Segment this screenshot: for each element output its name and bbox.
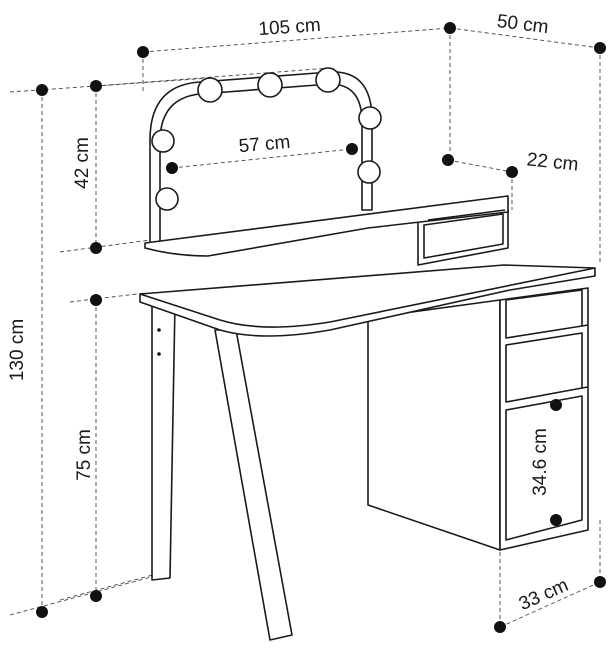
bulb-icon — [197, 77, 223, 103]
vanity-desk — [139, 67, 596, 641]
bulb-icon — [358, 106, 382, 130]
label-cabinet-width: 33 cm — [516, 575, 572, 615]
rear-left-leg — [151, 302, 176, 581]
label-total-width: 105 cm — [258, 15, 322, 40]
label-drawer-height: 34.6 cm — [530, 428, 551, 496]
bulb-icon — [155, 187, 179, 211]
bulb-icon — [357, 160, 381, 184]
label-total-depth: 50 cm — [496, 11, 550, 38]
bulb-icon — [151, 129, 175, 153]
label-total-height: 130 cm — [7, 319, 28, 381]
dimension-markers — [36, 22, 606, 633]
front-left-leg — [214, 329, 293, 641]
shelf-drawer — [423, 213, 504, 259]
bulb-icon — [257, 72, 283, 98]
cabinet-side-panel — [367, 299, 501, 551]
desk-top — [139, 264, 596, 337]
label-desk-height: 75 cm — [74, 429, 95, 481]
label-shelf-depth: 22 cm — [526, 149, 580, 175]
label-mirror-width: 57 cm — [238, 132, 291, 157]
bulb-icon — [315, 67, 341, 93]
upper-shelf — [144, 195, 509, 257]
label-mirror-height: 42 cm — [72, 137, 93, 189]
